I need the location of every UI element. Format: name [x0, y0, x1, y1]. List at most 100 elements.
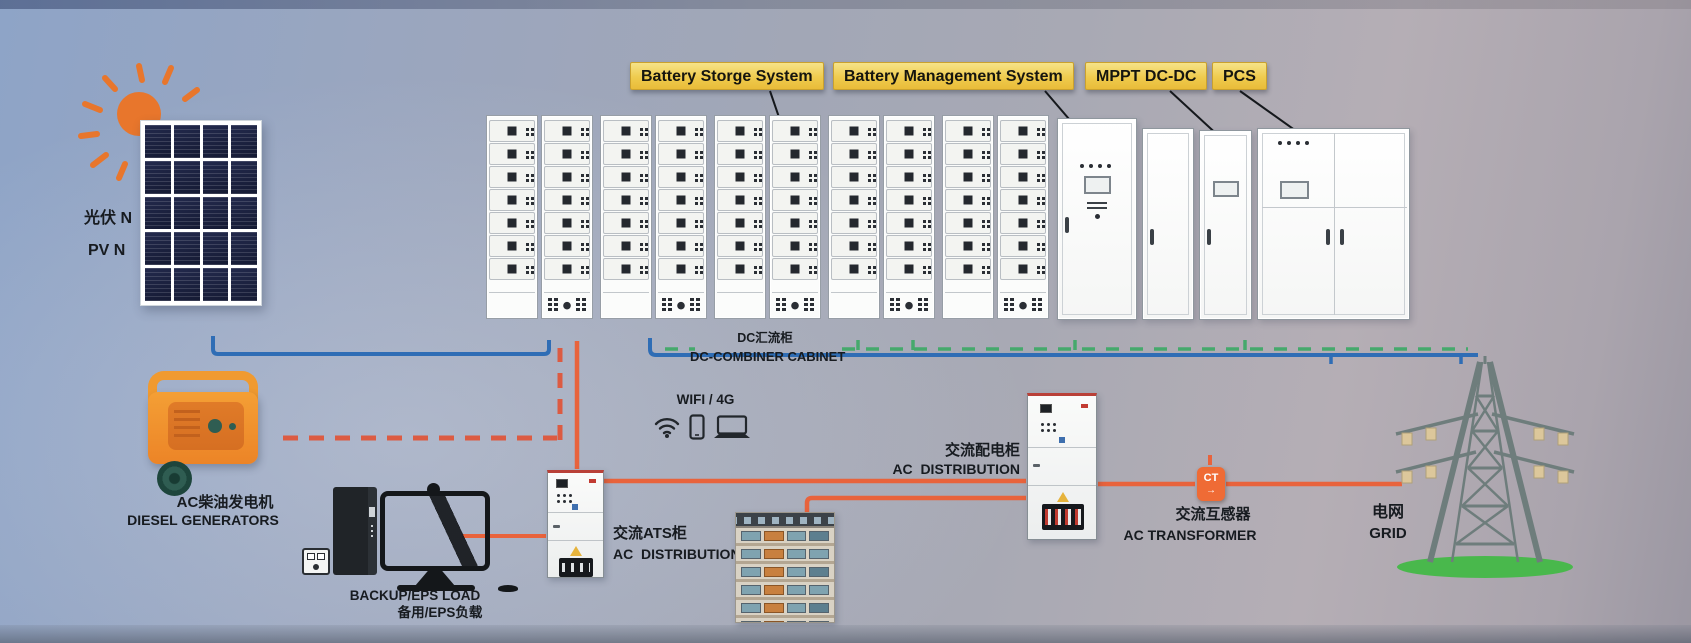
battery-module: [544, 212, 590, 234]
building-window: [809, 531, 829, 541]
building-window: [763, 603, 784, 613]
building-photo: [735, 512, 835, 623]
rack-base: [489, 292, 535, 316]
pc-leds: [371, 525, 373, 527]
building-window: [741, 621, 761, 622]
battery-module: [1000, 258, 1046, 280]
mppt-display: [1213, 181, 1239, 197]
wifi-label: WIFI / 4G: [676, 392, 735, 407]
laptop-icon: [714, 415, 750, 438]
battery-module: [772, 258, 818, 280]
battery-module: [886, 212, 932, 234]
acdist-buttons: [1041, 423, 1044, 426]
generator-wheel: [157, 461, 192, 496]
battery-module: [772, 212, 818, 234]
generator-line: [283, 348, 563, 441]
dc-bus-ticks-up: [856, 340, 1247, 350]
battery-module: [945, 258, 991, 280]
battery-module: [658, 212, 704, 234]
battery-module: [831, 166, 877, 188]
building-window: [809, 567, 829, 577]
dc-bus-line: [648, 338, 1478, 357]
ats-red-indicator: [589, 479, 596, 483]
battery-rack: [769, 115, 821, 319]
battery-module: [1000, 120, 1046, 142]
generator-dot: [229, 423, 236, 430]
generator-vents: [174, 410, 200, 442]
ats-blue-mark: [572, 504, 578, 510]
indicator-lights: [1080, 164, 1084, 168]
battery-module: [886, 143, 932, 165]
battery-module: [658, 120, 704, 142]
battery-rack: [997, 115, 1049, 319]
pcs-indicator-lights: [1278, 141, 1282, 145]
cabinet-door: [1062, 123, 1132, 315]
ups-box: [302, 548, 330, 575]
acdist-label-zh: 交流配电柜: [944, 442, 1020, 459]
phone-icon: [689, 414, 705, 440]
battery-module: [544, 258, 590, 280]
ct-arrow-icon: →: [1206, 484, 1216, 496]
ats-top-section: [548, 473, 603, 513]
pc-tower: [333, 487, 377, 575]
building-window: [763, 531, 784, 541]
building-window: [741, 531, 761, 541]
building-floor: [736, 618, 834, 622]
battery-module: [945, 235, 991, 257]
building-window: [763, 585, 784, 595]
battery-module: [1000, 235, 1046, 257]
generator-button: [208, 419, 222, 433]
pv-dc-line: [211, 336, 551, 356]
ct-label-en: AC TRANSFORMER: [1123, 527, 1257, 543]
battery-module: [489, 189, 535, 211]
battery-module: [772, 143, 818, 165]
building-window: [809, 585, 829, 595]
rack-control-unit: [886, 292, 932, 316]
ats-breaker: [559, 558, 593, 577]
battery-module: [831, 212, 877, 234]
generator-label-zh: AC柴油发电机: [176, 494, 274, 511]
battery-module: [489, 120, 535, 142]
battery-module: [886, 258, 932, 280]
monitor-stand: [415, 571, 455, 586]
building-window: [786, 621, 807, 622]
building-floors: [736, 528, 834, 622]
building-floor: [736, 582, 834, 600]
battery-module: [717, 143, 763, 165]
building-window: [741, 567, 761, 577]
grid-label-zh: 电网: [1371, 504, 1404, 521]
pcs-display: [1280, 181, 1309, 199]
battery-module: [831, 143, 877, 165]
warning-triangle-icon: [1057, 492, 1069, 502]
battery-module: [489, 212, 535, 234]
battery-module: [603, 235, 649, 257]
battery-module: [544, 120, 590, 142]
building-window: [763, 621, 784, 622]
battery-rack-row: [486, 115, 1056, 319]
ats-mid-section: [548, 513, 603, 541]
warning-triangle-icon: [570, 546, 582, 556]
battery-module: [772, 189, 818, 211]
battery-module: [658, 143, 704, 165]
acdist-cabinet: [1027, 393, 1097, 540]
building-line: [804, 495, 1026, 513]
battery-module: [772, 120, 818, 142]
ats-display: [556, 479, 568, 488]
battery-module: [603, 212, 649, 234]
battery-module: [603, 120, 649, 142]
grid-label-en: GRID: [1369, 525, 1407, 542]
ct-badge: CT →: [1197, 467, 1225, 501]
battery-module: [603, 143, 649, 165]
battery-module: [772, 235, 818, 257]
battery-module: [717, 189, 763, 211]
sun-icon: [78, 63, 200, 181]
battery-module: [489, 235, 535, 257]
building-window: [786, 603, 807, 613]
monitor-icon: [380, 491, 490, 571]
battery-module: [489, 143, 535, 165]
door-handle: [1207, 229, 1211, 245]
battery-module: [1000, 166, 1046, 188]
building-floor: [736, 564, 834, 582]
acdist-breaker: [1042, 504, 1084, 530]
battery-module: [1000, 143, 1046, 165]
